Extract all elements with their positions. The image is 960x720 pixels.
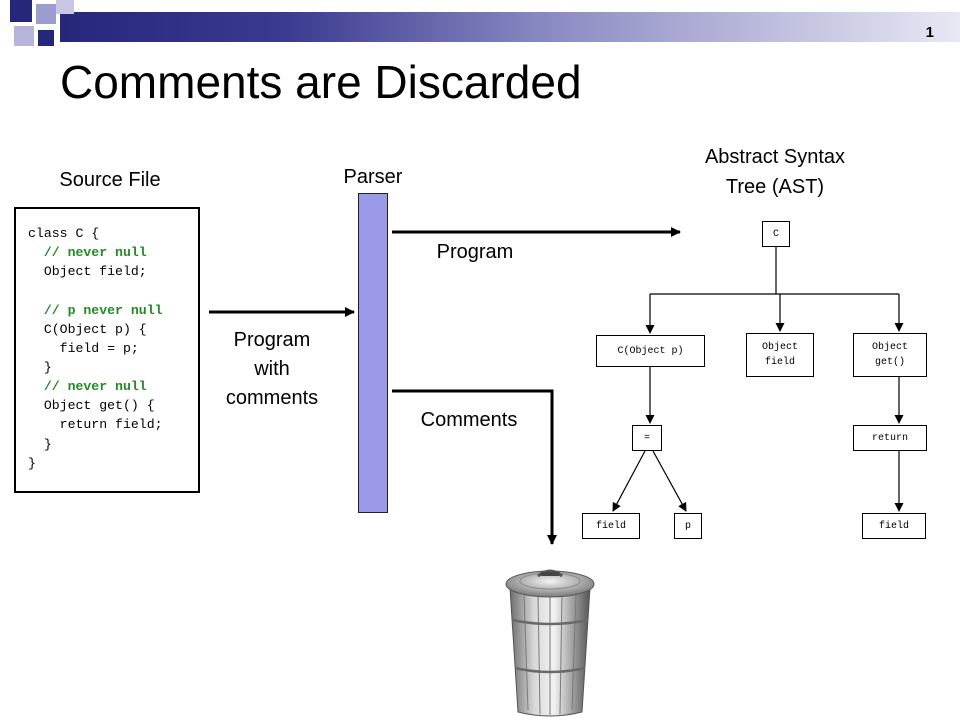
- code-line: }: [28, 359, 52, 375]
- header-square: [10, 0, 32, 22]
- page-number: 1: [925, 24, 934, 41]
- program-label: Program: [436, 241, 514, 263]
- ast-node-return: return: [853, 425, 927, 451]
- ast-node-class: C: [762, 221, 790, 247]
- ast-node-constructor: C(Object p): [596, 335, 705, 367]
- program-with-comments-line1: Program: [233, 329, 311, 351]
- code-line: Object field;: [28, 264, 147, 280]
- parser-bar: [358, 193, 388, 513]
- ast-node-text: Object: [871, 342, 908, 353]
- program-with-comments-line2: with: [254, 358, 290, 380]
- code-line: Object get() {: [28, 398, 155, 414]
- source-code-box: class C { // never null Object field; //…: [14, 207, 200, 493]
- source-file-label: Source File: [59, 169, 161, 191]
- code-line: class C {: [28, 226, 100, 241]
- ast-node-text: get(): [874, 357, 905, 368]
- slide-title: Comments are Discarded: [60, 56, 582, 108]
- ast-node-field-ref: field: [582, 513, 640, 539]
- ast-node-text: Object: [761, 342, 798, 353]
- parser-label: Parser: [343, 166, 403, 188]
- code-comment-line: // never null: [28, 379, 147, 395]
- ast-node-text: field: [764, 357, 795, 368]
- arrow-comments-to-trash: [392, 389, 557, 545]
- ast-node-param-ref: p: [674, 513, 702, 539]
- code-line: return field;: [28, 417, 163, 433]
- code-line: field = p;: [28, 340, 139, 356]
- program-with-comments-line3: comments: [225, 387, 319, 409]
- trash-can-icon: [505, 569, 595, 717]
- header-square: [36, 4, 56, 24]
- ast-edge: [612, 450, 646, 512]
- header-bar: [60, 12, 960, 42]
- ast-node-method-decl: Object get(): [853, 333, 927, 377]
- code-line: }: [28, 455, 36, 471]
- header-square: [14, 26, 34, 46]
- ast-node-assign: =: [632, 425, 662, 451]
- code-comment-line: // p never null: [28, 302, 163, 318]
- ast-node-return-value: field: [862, 513, 926, 539]
- ast-label-line1: Abstract Syntax: [704, 146, 846, 168]
- ast-edge: [652, 450, 687, 512]
- ast-node-field-decl: Object field: [746, 333, 814, 377]
- comments-label: Comments: [420, 409, 518, 431]
- code-line: }: [28, 436, 52, 452]
- header-square: [56, 0, 74, 14]
- ast-label-line2: Tree (AST): [725, 176, 825, 198]
- header-square: [38, 30, 54, 46]
- code-line: C(Object p) {: [28, 321, 147, 337]
- code-comment-line: // never null: [28, 245, 147, 261]
